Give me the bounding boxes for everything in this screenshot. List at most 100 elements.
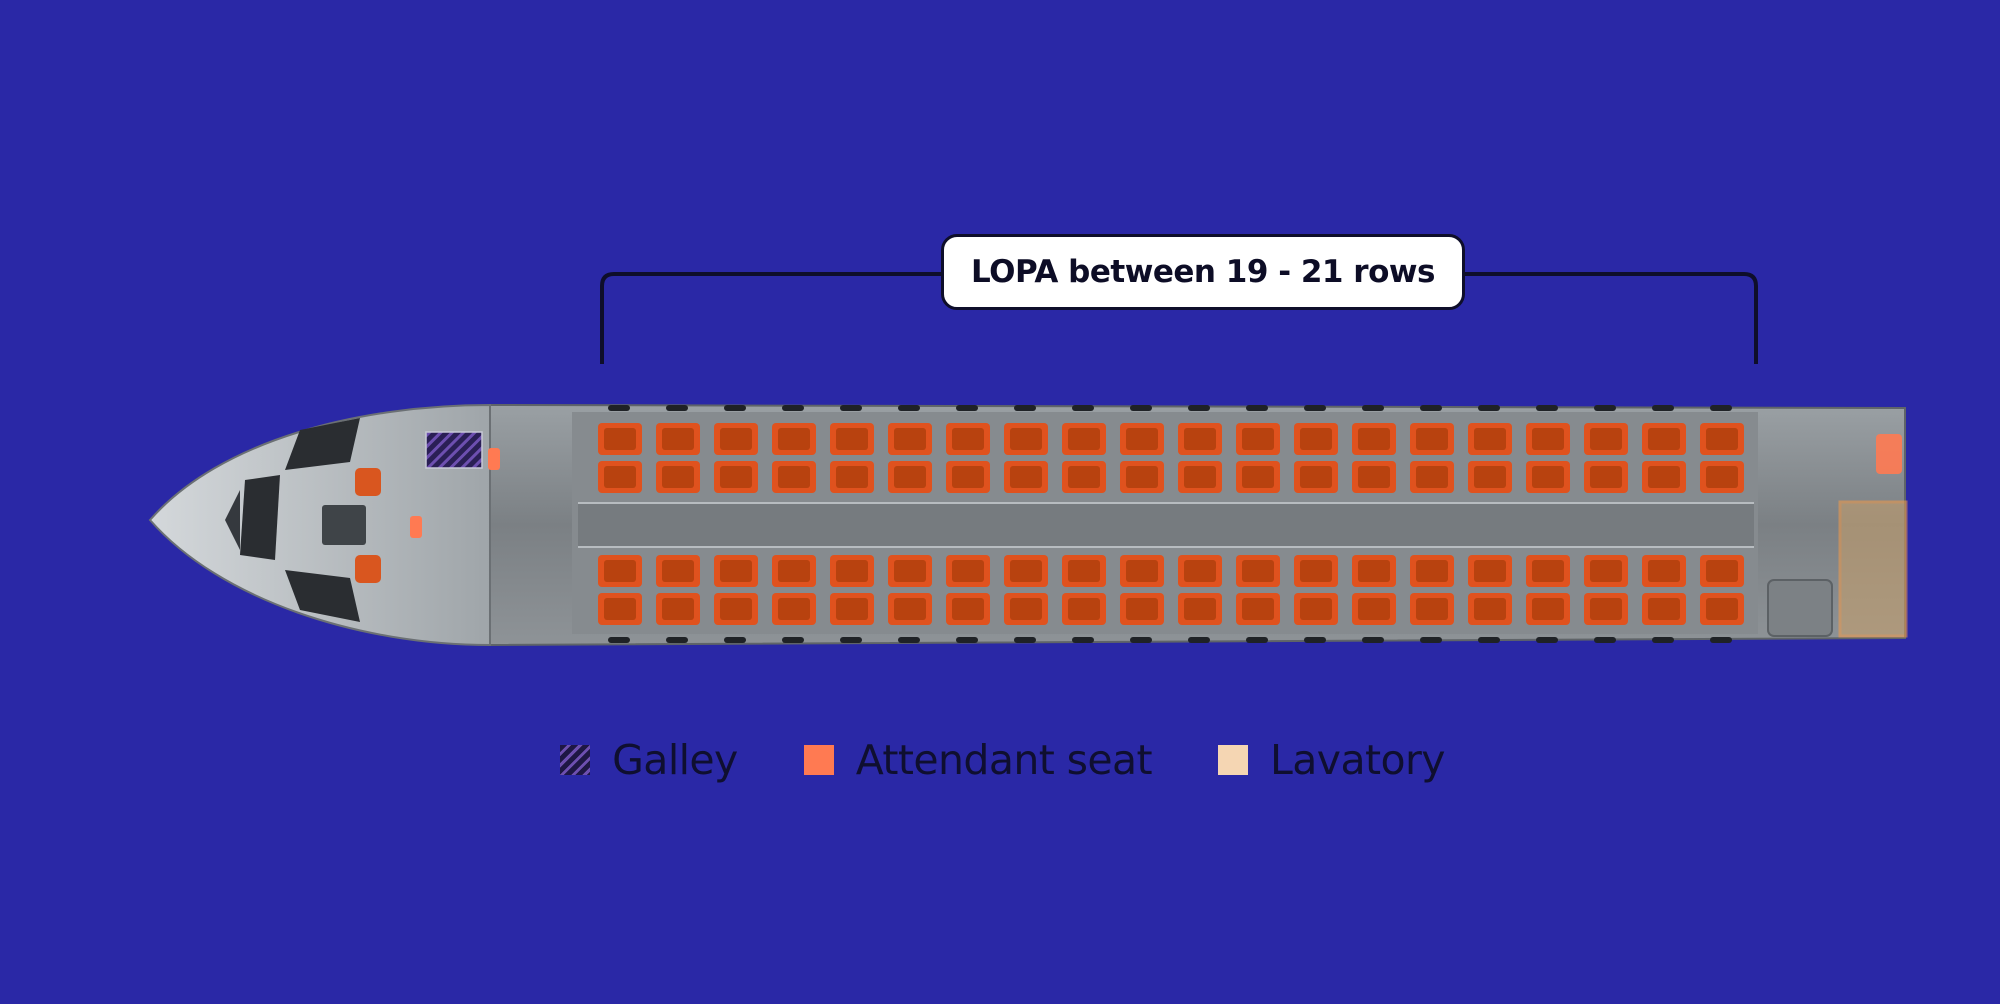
window [666, 637, 688, 643]
passenger-seat [1120, 593, 1164, 625]
legend-label-galley: Galley [612, 736, 738, 784]
passenger-seat [656, 555, 700, 587]
pilot-seat [355, 468, 381, 496]
passenger-seat [1236, 555, 1280, 587]
window [1188, 637, 1210, 643]
window [1072, 637, 1094, 643]
passenger-seat [1584, 461, 1628, 493]
passenger-seat [1352, 593, 1396, 625]
passenger-seat [1526, 461, 1570, 493]
aft-attendant-seat [1876, 434, 1902, 474]
passenger-seat [1642, 461, 1686, 493]
passenger-seat [1294, 555, 1338, 587]
legend-item-lavatory: Lavatory [1218, 736, 1445, 784]
passenger-seat [598, 593, 642, 625]
passenger-seat [1120, 555, 1164, 587]
passenger-seat [946, 555, 990, 587]
passenger-seat [1062, 593, 1106, 625]
passenger-seat [830, 423, 874, 455]
passenger-seat [1468, 555, 1512, 587]
passenger-seat [1410, 423, 1454, 455]
passenger-seat [946, 593, 990, 625]
passenger-seat [1178, 593, 1222, 625]
forward-galley [425, 431, 483, 469]
passenger-seat [1642, 593, 1686, 625]
passenger-seats [598, 423, 1744, 625]
forward-attendant-seat [488, 448, 500, 470]
cockpit-window [225, 490, 240, 550]
passenger-seat [1062, 555, 1106, 587]
passenger-seat [1526, 555, 1570, 587]
window [1710, 405, 1732, 411]
aircraft-nose [148, 403, 491, 647]
window [1072, 405, 1094, 411]
window [1536, 405, 1558, 411]
legend-label-attendant-seat: Attendant seat [855, 736, 1153, 784]
passenger-seat [714, 461, 758, 493]
window [1362, 405, 1384, 411]
passenger-seat [830, 593, 874, 625]
window [1594, 405, 1616, 411]
lavatory-swatch [1218, 745, 1249, 775]
window [724, 405, 746, 411]
passenger-seat [1642, 555, 1686, 587]
attendant-seat-swatch [803, 745, 834, 775]
passenger-seat [946, 461, 990, 493]
passenger-seat [598, 423, 642, 455]
passenger-seat [1004, 555, 1048, 587]
legend: Galley Attendant seat Lavatory [0, 732, 2000, 788]
window [666, 405, 688, 411]
passenger-seat [1526, 593, 1570, 625]
passenger-seat [714, 423, 758, 455]
passenger-seat [1004, 461, 1048, 493]
window [782, 405, 804, 411]
passenger-seat [1294, 423, 1338, 455]
window [608, 637, 630, 643]
window [1536, 637, 1558, 643]
passenger-seat [656, 461, 700, 493]
pilot-seat [355, 555, 381, 583]
instrument-panel [322, 505, 366, 545]
passenger-seat [1120, 461, 1164, 493]
passenger-seat [888, 461, 932, 493]
window [1478, 405, 1500, 411]
passenger-seat [1004, 423, 1048, 455]
passenger-seat [714, 555, 758, 587]
passenger-seat [1410, 461, 1454, 493]
window [1652, 405, 1674, 411]
passenger-seat [1062, 461, 1106, 493]
window [1652, 637, 1674, 643]
aisle [578, 503, 1754, 547]
window [956, 637, 978, 643]
cockpit-window [240, 475, 280, 560]
window [608, 405, 630, 411]
passenger-seat [772, 593, 816, 625]
window [1478, 637, 1500, 643]
window [1130, 405, 1152, 411]
passenger-seat [1526, 423, 1570, 455]
passenger-seat [598, 555, 642, 587]
passenger-seat [772, 555, 816, 587]
passenger-seat [1700, 461, 1744, 493]
passenger-seat [1700, 593, 1744, 625]
window [1420, 405, 1442, 411]
passenger-seat [946, 423, 990, 455]
passenger-seat [772, 461, 816, 493]
passenger-seat [1642, 423, 1686, 455]
callout-text: LOPA between 19 - 21 rows [971, 254, 1435, 290]
passenger-seat [1352, 423, 1396, 455]
passenger-seat [888, 593, 932, 625]
passenger-seat [1004, 593, 1048, 625]
passenger-seat [1236, 423, 1280, 455]
passenger-seat [772, 423, 816, 455]
galley-swatch [560, 745, 591, 775]
window [898, 637, 920, 643]
passenger-seat [1120, 423, 1164, 455]
window [1246, 637, 1268, 643]
passenger-seat [830, 555, 874, 587]
window [1188, 405, 1210, 411]
aft-lavatory [1838, 500, 1908, 638]
row-range-callout: LOPA between 19 - 21 rows [941, 234, 1465, 310]
passenger-seat [830, 461, 874, 493]
